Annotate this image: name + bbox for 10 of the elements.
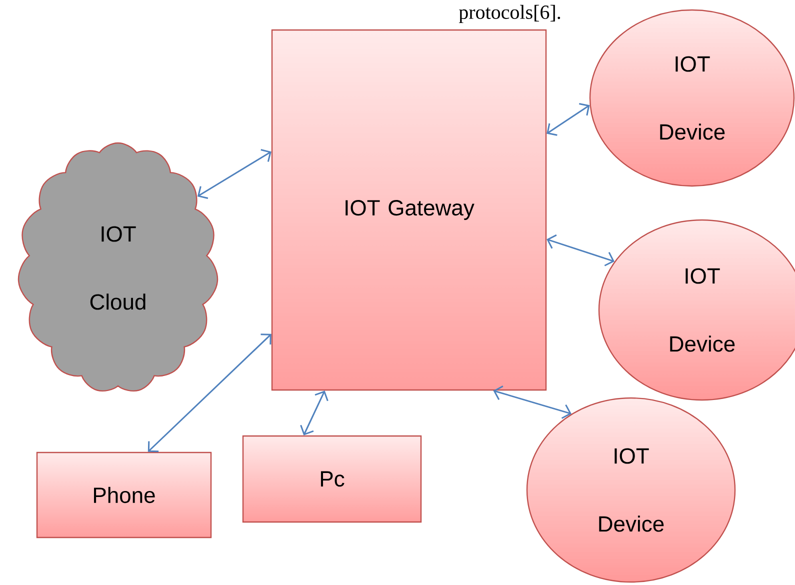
process-box: IOT Gateway <box>271 29 547 391</box>
double-arrow <box>493 386 572 419</box>
double-arrow <box>148 334 272 452</box>
process-box: Phone <box>36 452 212 538</box>
double-arrow <box>197 149 272 200</box>
caption-text: protocols[6]. <box>458 4 560 24</box>
double-arrow <box>546 234 614 266</box>
process-box: Pc <box>242 435 422 523</box>
double-arrow <box>300 390 328 436</box>
double-arrow <box>546 103 590 136</box>
